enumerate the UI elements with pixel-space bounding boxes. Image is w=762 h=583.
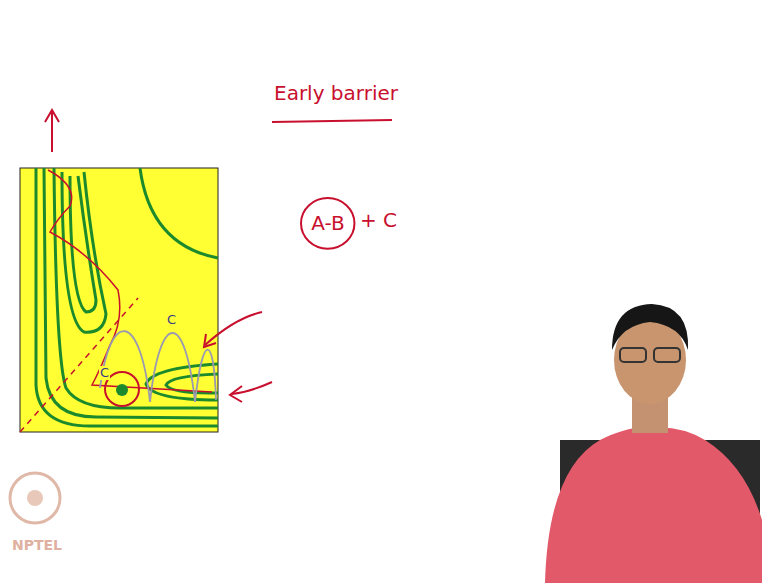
point-label: C: [99, 366, 110, 380]
shirt: [545, 428, 762, 583]
logo: [27, 490, 43, 506]
reaction-coordinate-diagonal: [20, 298, 138, 432]
arrowhead: [45, 110, 59, 122]
glasses: [620, 348, 646, 362]
glasses: [654, 348, 680, 362]
axis-arrow: [51, 112, 53, 152]
circle-mark: [105, 372, 139, 406]
node-text: A-B: [310, 212, 345, 234]
potential-surface: [20, 168, 218, 432]
hair: [612, 304, 688, 350]
minimum-dot: [116, 384, 128, 396]
arrowhead: [204, 334, 216, 347]
title: Early barrier: [274, 82, 398, 104]
logo: [10, 473, 60, 523]
pointer-arrow: [205, 312, 262, 345]
arrowhead: [230, 386, 242, 402]
point-label: C: [166, 313, 177, 327]
underline: [272, 120, 392, 122]
vibration-wave: [100, 331, 216, 402]
circled-molecule: A-B: [300, 197, 355, 250]
watermark: NPTEL: [12, 538, 62, 553]
reactant-label: + C: [360, 209, 397, 231]
contour: [36, 168, 218, 426]
